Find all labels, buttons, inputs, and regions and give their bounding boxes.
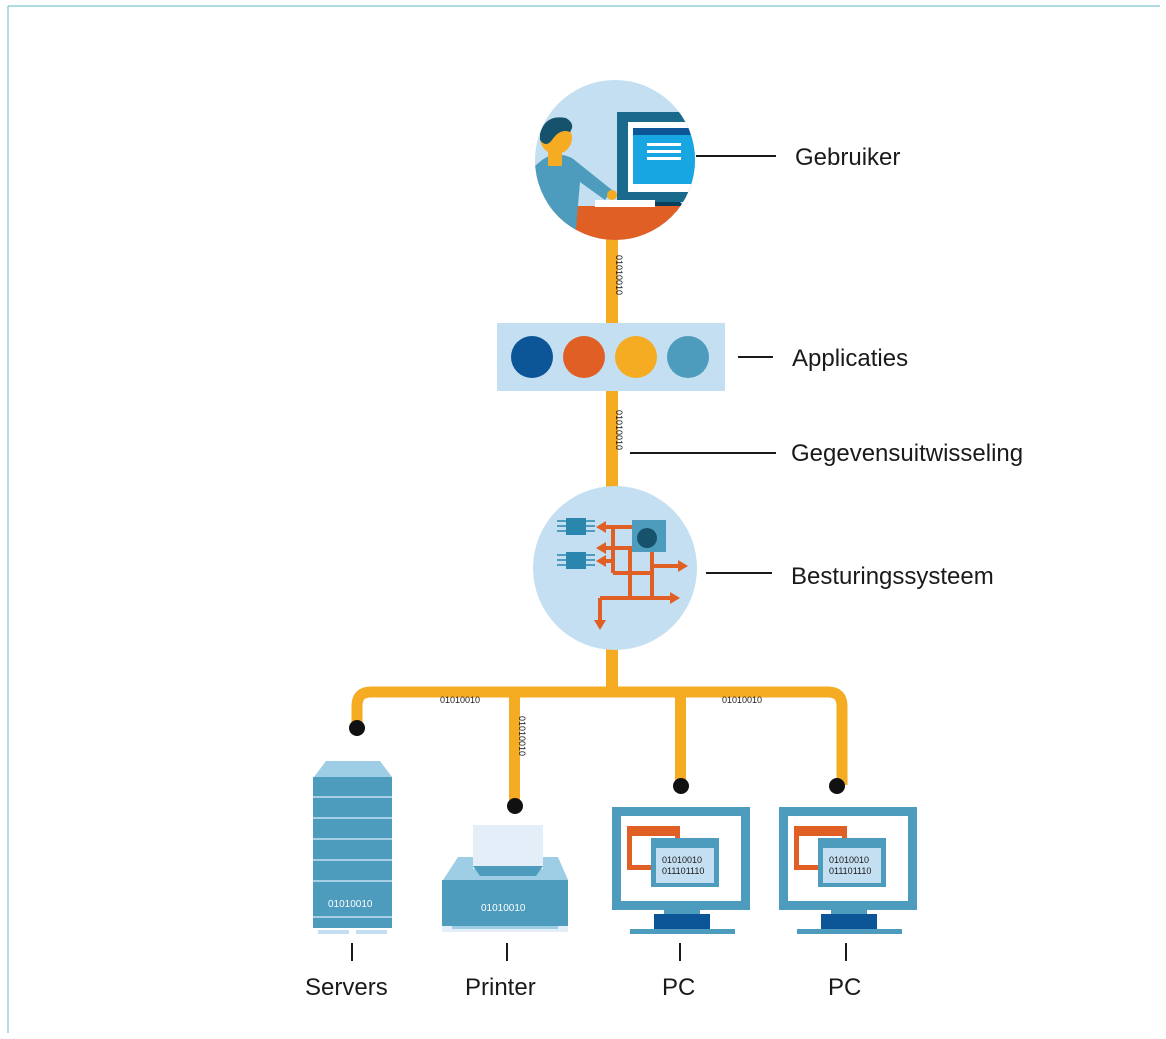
os-label: Besturingssysteem: [791, 563, 994, 590]
pc1-binary-line1: 01010010: [662, 855, 702, 865]
printer-wire-binary: 01010010: [517, 716, 527, 756]
bus-line: [351, 686, 848, 785]
app-dot-mid-blue: [667, 336, 709, 378]
applications-label: Applicaties: [792, 345, 908, 372]
connector-dot-pc1: [673, 778, 689, 794]
pc2-binary-line2: 011101110: [829, 866, 871, 876]
pc1-label: PC: [662, 974, 695, 1001]
connector-dot-pc2: [829, 778, 845, 794]
wire-binary-top: 01010010: [614, 255, 624, 295]
desktop-pc-icon: [612, 807, 750, 934]
application-dots-icon: [497, 323, 725, 391]
connector-dot-server: [349, 720, 365, 736]
data-wires: [349, 236, 848, 814]
app-dot-dark-blue: [511, 336, 553, 378]
bus-binary-left: 01010010: [440, 695, 480, 705]
connector-dot-printer: [507, 798, 523, 814]
server-tower-icon: [313, 761, 392, 934]
wire-user-apps: [606, 236, 618, 324]
user-label: Gebruiker: [795, 144, 900, 171]
data-exchange-label: Gegevensuitwisseling: [791, 440, 1023, 467]
wire-printer: [509, 692, 520, 805]
desktop-pc-icon: [779, 807, 917, 934]
wire-apps-os: [606, 390, 618, 490]
bus-binary-right: 01010010: [722, 695, 762, 705]
printer-icon: [442, 825, 568, 932]
wire-os-bus: [606, 646, 618, 692]
pc1-binary-line2: 011101110: [662, 866, 704, 876]
printer-binary: 01010010: [481, 903, 526, 914]
server-binary: 01010010: [328, 899, 373, 910]
operating-system-chip-icon: [533, 486, 697, 650]
wire-binary-mid: 01010010: [614, 410, 624, 450]
servers-label: Servers: [305, 974, 388, 1001]
pc2-label: PC: [828, 974, 861, 1001]
wire-pc1: [675, 692, 686, 785]
app-dot-yellow: [615, 336, 657, 378]
printer-label: Printer: [465, 974, 536, 1001]
frame-border: [7, 5, 1160, 1033]
user-at-computer-icon: [535, 80, 695, 240]
app-dot-orange: [563, 336, 605, 378]
pc2-binary-line1: 01010010: [829, 855, 869, 865]
